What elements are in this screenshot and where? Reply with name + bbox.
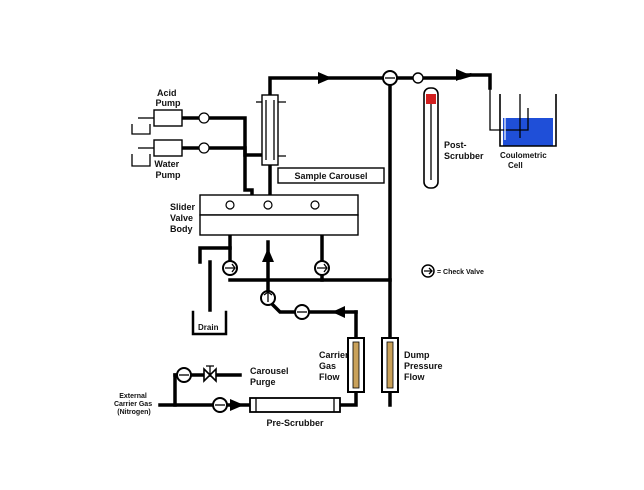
post-scrubber (423, 87, 439, 189)
pre-scrubber (249, 397, 341, 413)
arrow-right-top (318, 72, 332, 84)
label-slider-valve-body: Slider Valve Body (170, 202, 198, 234)
label-water-pump: Water Pump (154, 159, 181, 180)
label-check-valve-legend: = Check Valve (437, 269, 484, 276)
check-valves (176, 70, 435, 413)
check-valve-post (412, 72, 424, 84)
acid-pump (131, 109, 210, 135)
slider-valve-body (199, 194, 359, 236)
label-dump-pressure-flow: Dump Pressure Flow (404, 350, 445, 382)
label-coulometric-cell: Coulometric Cell (500, 151, 549, 170)
text-labels: Acid Pump Water Pump Sample Carousel Sli… (114, 88, 549, 428)
arrow-up-mid (262, 248, 274, 262)
condenser (256, 94, 286, 166)
carrier-gas-flowmeter (347, 337, 365, 393)
label-acid-pump: Acid Pump (155, 88, 181, 108)
label-external-carrier-gas: External Carrier Gas (Nitrogen) (114, 393, 154, 416)
arrow-left-carrier (332, 306, 345, 318)
label-drain: Drain (198, 323, 219, 332)
arrow-right-external (230, 399, 244, 411)
label-carousel-purge: Carousel Purge (250, 366, 291, 387)
sample-carousel (277, 167, 385, 184)
post-scrubber-valve (426, 94, 436, 104)
flow-arrows (230, 69, 470, 411)
arrow-right-post (456, 69, 470, 81)
label-sample-carousel: Sample Carousel (294, 171, 367, 181)
label-pre-scrubber: Pre-Scrubber (266, 418, 324, 428)
drain (191, 310, 228, 336)
label-post-scrubber: Post- Scrubber (444, 140, 484, 161)
dump-pressure-flowmeter (381, 337, 399, 393)
label-carrier-gas-flow: Carrier Gas Flow (319, 350, 351, 382)
coulometric-cell (489, 88, 557, 147)
water-pump (131, 139, 210, 167)
carousel-purge-valve (203, 365, 217, 383)
